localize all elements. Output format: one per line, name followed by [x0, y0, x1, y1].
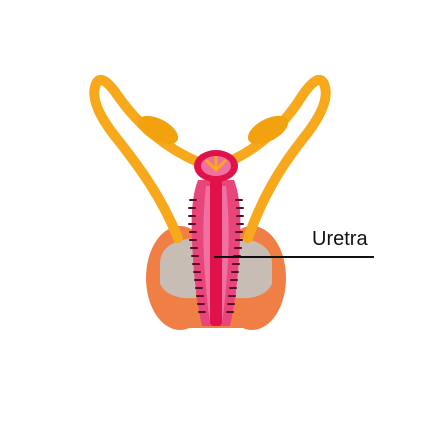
ridges-left: [188, 199, 206, 313]
inner-lobes: [160, 238, 272, 299]
top-cap: [194, 150, 238, 182]
tube-left: [89, 74, 203, 243]
urethra-label: Uretra: [312, 228, 368, 250]
urethra-channel: [210, 170, 222, 326]
tube-right: [223, 74, 331, 243]
